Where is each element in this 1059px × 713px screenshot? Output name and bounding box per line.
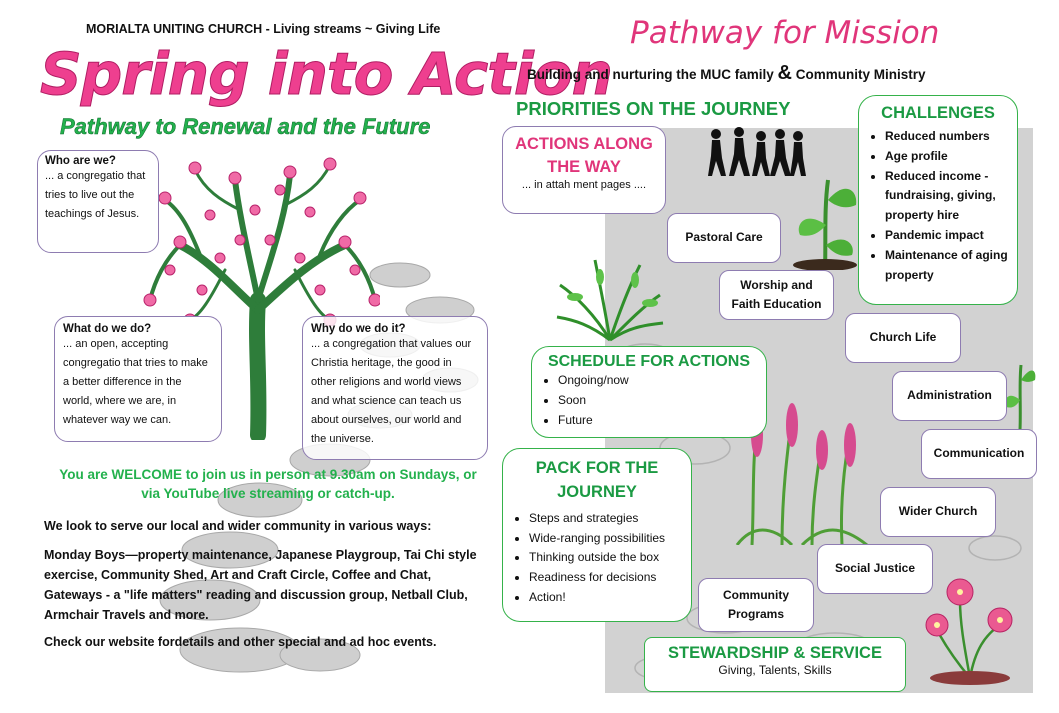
stewardship-heading: STEWARDSHIP & SERVICE [668,644,882,662]
serve-text: We look to serve our local and wider com… [44,519,432,533]
pack-item: Wide-ranging possibilities [529,529,683,549]
schedule-box: SCHEDULE FOR ACTIONS Ongoing/now Soon Fu… [531,346,767,438]
step-wider-church: Wider Church [880,487,996,537]
why-text: ... a congregation that values our Chris… [311,338,472,445]
who-heading: Who are we? [45,155,116,167]
pack-box: PACK FOR THE JOURNEY Steps and strategie… [502,448,692,622]
priorities-heading: PRIORITIES ON THE JOURNEY [516,98,791,119]
challenge-item: Age profile [885,147,1009,167]
challenges-box: CHALLENGES Reduced numbers Age profile R… [858,95,1018,305]
what-do-we-do-box: What do we do? ... an open, accepting co… [54,316,222,442]
schedule-item: Soon [558,391,758,411]
challenges-list: Reduced numbers Age profile Reduced inco… [867,127,1009,285]
why-heading: Why do we do it? [311,323,406,335]
challenge-item: Maintenance of aging property [885,246,1009,286]
why-do-we-do-it-box: Why do we do it? ... a congregation that… [302,316,488,460]
step-church-life: Church Life [845,313,961,363]
pack-item: Steps and strategies [529,509,683,529]
pack-item: Readiness for decisions [529,568,683,588]
pack-item: Thinking outside the box [529,548,683,568]
pathway-title: Pathway for Mission [630,15,940,51]
fern-image [556,259,664,342]
step-community-programs: Community Programs [698,578,814,632]
renewal-subtitle: Pathway to Renewal and the Future [60,114,431,140]
who-are-we-box: Who are we? ... a congregatio that tries… [37,150,159,253]
schedule-item: Ongoing/now [558,371,758,391]
stewardship-box: STEWARDSHIP & SERVICE Giving, Talents, S… [644,637,906,692]
activities-text: Monday Boys—property maintenance, Japane… [44,548,477,622]
what-text: ... an open, accepting congregatio that … [63,338,208,426]
walking-people-image [708,127,806,176]
blossom-tree [143,157,380,440]
spring-title: Spring into Action [40,40,614,109]
step-worship: Worship and Faith Education [719,270,834,320]
pack-heading: PACK FOR THE JOURNEY [535,459,659,501]
church-header: MORIALTA UNITING CHURCH - Living streams… [86,22,441,36]
step-social-justice: Social Justice [817,544,933,594]
step-administration: Administration [892,371,1007,421]
schedule-item: Future [558,411,758,431]
challenge-item: Pandemic impact [885,226,1009,246]
challenge-item: Reduced income - fundraising, giving, pr… [885,167,1009,226]
seedling-image [793,179,857,270]
what-heading: What do we do? [63,323,152,335]
schedule-list: Ongoing/now Soon Future [540,371,758,430]
pack-list: Steps and strategies Wide-ranging possib… [511,509,683,608]
welcome-text: You are WELCOME to join us in person at … [59,467,477,501]
actions-text: ... in attah ment pages .... [521,179,647,192]
stewardship-text: Giving, Talents, Skills [718,663,832,677]
step-pastoral-care: Pastoral Care [667,213,781,263]
actions-heading: ACTIONS ALONG THE WAY [515,135,653,177]
website-text: Check our website fordetails and other s… [44,635,437,649]
pack-item: Action! [529,588,683,608]
pink-flowers-image [735,403,868,545]
challenge-item: Reduced numbers [885,127,1009,147]
step-communication: Communication [921,429,1037,479]
schedule-heading: SCHEDULE FOR ACTIONS [547,353,751,370]
potted-flowers-image [925,578,1013,685]
subtitle-part-b: Community Ministry [795,67,926,82]
subtitle-ampersand: & [777,62,792,84]
who-text: ... a congregatio that tries to live out… [45,170,146,220]
challenges-heading: CHALLENGES [881,104,995,122]
mission-subtitle: Building and nurturing the MUC family & … [527,62,926,85]
small-seedling-image [1005,364,1036,430]
subtitle-part-a: Building and nurturing the MUC family [527,67,774,82]
actions-box: ACTIONS ALONG THE WAY ... in attah ment … [502,126,666,214]
